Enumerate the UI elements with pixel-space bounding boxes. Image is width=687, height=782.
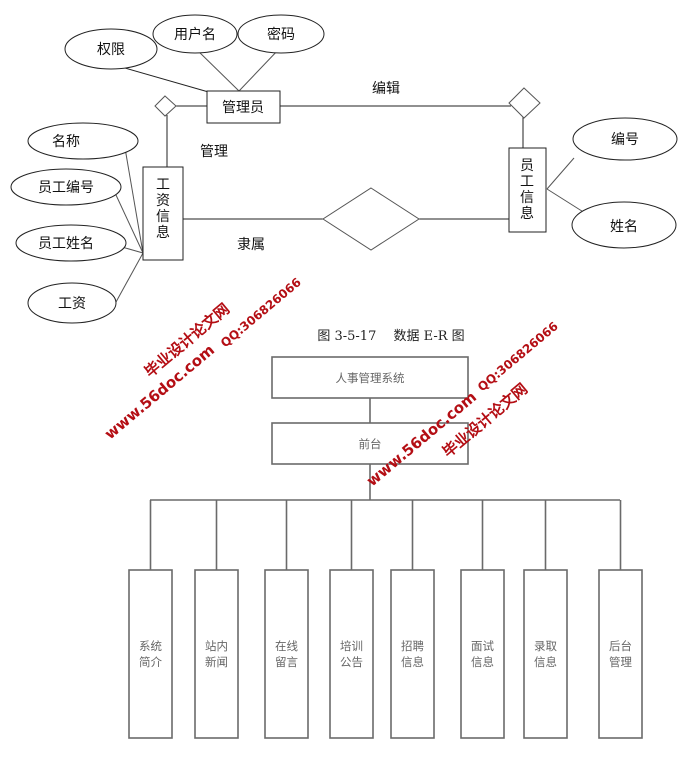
entity-admin: 管理员 — [206, 90, 281, 124]
attribute-wage: 工资 — [27, 282, 117, 324]
module-label: 公告 — [340, 655, 363, 669]
module-label: 留言 — [275, 655, 298, 669]
module-box — [460, 569, 505, 739]
module-tree: 人事管理系统 前台 系统简介站内新闻在线留言培训公告招聘信息面试信息录取信息后台… — [128, 356, 643, 739]
module-label: 新闻 — [205, 655, 228, 669]
svg-text:信: 信 — [156, 209, 170, 225]
connector-empno-salary — [115, 194, 144, 254]
attribute-username: 用户名 — [152, 14, 238, 54]
module-label: 在线 — [275, 639, 298, 653]
module-box — [390, 569, 435, 739]
relationship-manage-label: 管理 — [200, 144, 228, 160]
attribute-employee-name: 员工姓名 — [15, 224, 127, 262]
attribute-full-name: 姓名 — [571, 201, 677, 249]
connector-name-salary — [124, 147, 144, 254]
tree-root-box — [271, 356, 469, 399]
attribute-permission: 权限 — [64, 28, 158, 70]
relationship-manage-diamond — [154, 95, 177, 117]
connector-password-admin — [238, 47, 281, 92]
svg-text:员: 员 — [520, 158, 534, 174]
svg-text:用户名: 用户名 — [174, 26, 216, 43]
entity-employee-info: 员 工 信 息 — [508, 147, 547, 233]
svg-text:信: 信 — [520, 190, 534, 206]
svg-text:管理员: 管理员 — [222, 100, 264, 116]
svg-text:息: 息 — [156, 224, 170, 241]
module-label: 后台 — [609, 639, 632, 653]
module-label: 招聘 — [401, 639, 424, 653]
svg-text:工资: 工资 — [58, 296, 86, 312]
module-label: 信息 — [534, 655, 557, 669]
module-label: 培训 — [340, 639, 363, 653]
module-box — [194, 569, 239, 739]
module-label: 面试 — [471, 639, 494, 653]
tree-root-label: 人事管理系统 — [336, 371, 405, 385]
svg-text:员工姓名: 员工姓名 — [38, 236, 94, 252]
module-label: 信息 — [401, 655, 424, 669]
entity-salary-info: 工 资 信 息 — [142, 166, 184, 261]
figure-caption: 图 3-5-17 数据 E-R 图 — [317, 329, 464, 344]
svg-text:密码: 密码 — [267, 26, 295, 43]
module-box — [523, 569, 568, 739]
svg-text:息: 息 — [520, 205, 534, 222]
connector-fullname-employee — [546, 188, 586, 214]
module-box — [128, 569, 173, 739]
er-diagram: 权限 用户名 密码 名称 员工编号 员工姓名 工资 编号 — [10, 14, 678, 324]
attribute-employee-no: 员工编号 — [10, 168, 122, 206]
tree-frontend-label: 前台 — [359, 437, 382, 451]
connector-permission-admin — [110, 63, 213, 94]
relationship-edit-diamond — [508, 87, 541, 119]
relationship-belongs-label: 隶属 — [237, 237, 265, 253]
connector-number-employee — [546, 157, 575, 190]
relationship-edit-label: 编辑 — [372, 81, 400, 97]
svg-text:权限: 权限 — [97, 42, 125, 58]
attribute-name: 名称 — [27, 122, 139, 160]
svg-text:员工编号: 员工编号 — [38, 180, 94, 196]
module-label: 简介 — [139, 655, 162, 669]
module-label: 录取 — [534, 639, 557, 653]
module-label: 站内 — [205, 639, 228, 653]
svg-text:工: 工 — [520, 174, 534, 190]
connector-username-admin — [194, 47, 240, 92]
svg-text:编号: 编号 — [611, 132, 639, 148]
svg-text:工: 工 — [156, 177, 170, 193]
module-box — [329, 569, 374, 739]
svg-text:资: 资 — [156, 193, 170, 209]
connector-wage-salary — [115, 252, 144, 303]
attribute-password: 密码 — [237, 14, 325, 54]
module-label: 管理 — [609, 655, 632, 669]
svg-text:名称: 名称 — [52, 134, 80, 150]
tree-frontend-box — [271, 422, 469, 465]
attribute-number: 编号 — [572, 117, 678, 161]
svg-text:姓名: 姓名 — [610, 219, 638, 235]
connector-empname-salary — [121, 246, 144, 254]
relationship-belongs-diamond — [322, 187, 420, 251]
module-label: 系统 — [139, 639, 162, 653]
module-box — [598, 569, 643, 739]
module-label: 信息 — [471, 655, 494, 669]
module-box — [264, 569, 309, 739]
